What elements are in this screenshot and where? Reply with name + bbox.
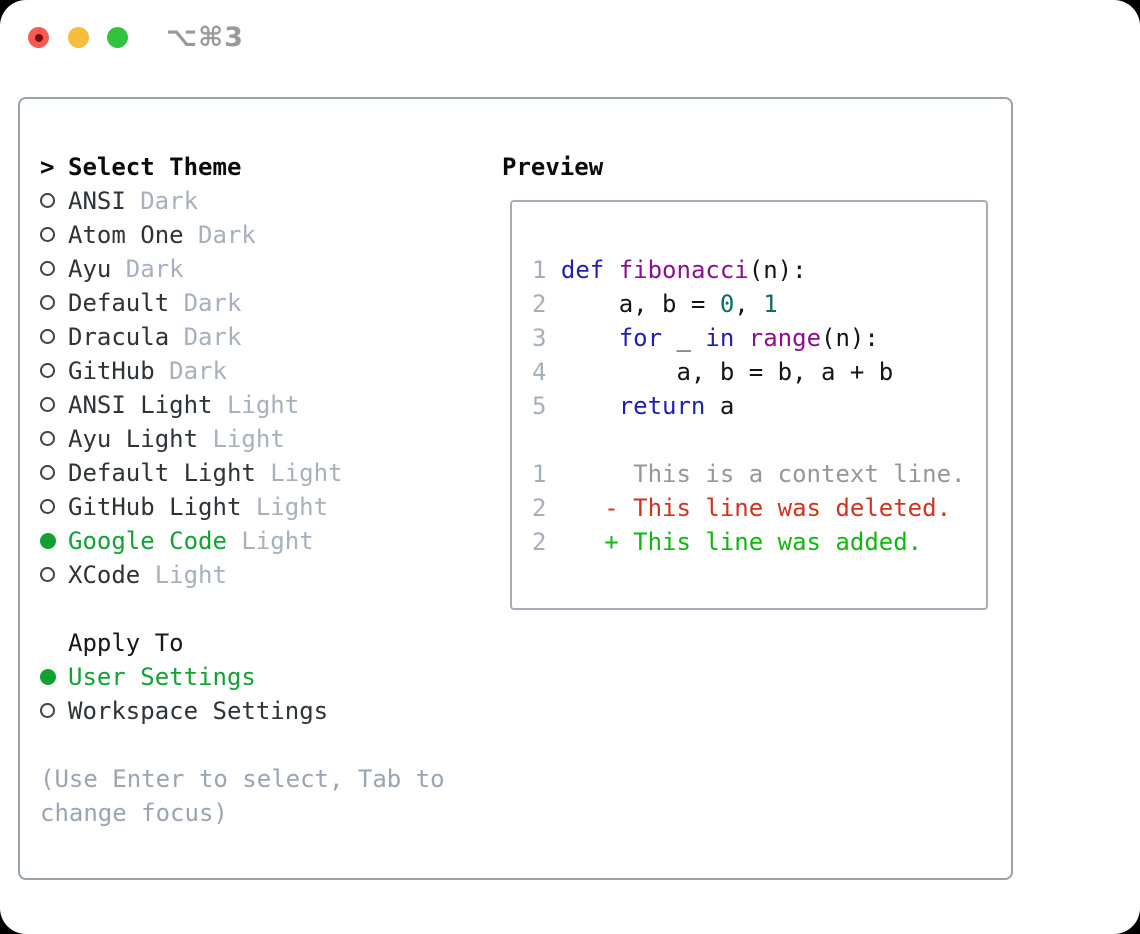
apply-option-workspace-settings[interactable]: Workspace Settings: [40, 694, 445, 728]
variant-label: Dark: [183, 289, 242, 317]
radio-icon: [40, 363, 55, 378]
diff-added-line: 2 + This line was added.: [532, 525, 965, 559]
keyboard-shortcut-label: ⌥⌘3: [166, 22, 244, 53]
line-number: 2: [532, 494, 547, 522]
line-number: 2: [532, 528, 547, 556]
line-number: 4: [532, 358, 547, 386]
spacer-row: [40, 592, 445, 626]
line-number: 1: [532, 256, 547, 284]
variant-label: Light: [270, 459, 343, 487]
apply-to-header: Apply To: [40, 626, 445, 660]
radio-icon: [40, 397, 55, 412]
variant-label: Light: [226, 391, 300, 419]
radio-icon: [40, 431, 55, 446]
diff-deleted-line: 2 - This line was deleted.: [532, 491, 965, 525]
line-number: 5: [532, 392, 547, 420]
variant-label: Dark: [183, 323, 242, 351]
help-text-line-1: (Use Enter to select, Tab to: [40, 765, 445, 793]
code-line: 3 for _ in range(n):: [532, 321, 965, 355]
line-number: 3: [532, 324, 547, 352]
code-line: 5 return a: [532, 389, 965, 423]
code-line: 4 a, b = b, a + b: [532, 355, 965, 389]
radio-icon: [40, 567, 55, 582]
select-theme-title: Select Theme: [68, 153, 242, 181]
focus-marker: >: [40, 153, 55, 181]
fullscreen-button[interactable]: [107, 27, 128, 48]
variant-label: Dark: [140, 187, 199, 215]
radio-icon: [40, 261, 55, 276]
radio-icon: [40, 295, 55, 310]
radio-icon: [40, 227, 55, 242]
minimize-button[interactable]: [68, 27, 89, 48]
radio-icon: [40, 499, 55, 514]
variant-label: Light: [154, 561, 227, 589]
variant-label: Dark: [198, 221, 256, 249]
preview-title: Preview: [502, 153, 604, 181]
diff-context-line: 1 This is a context line.: [532, 457, 965, 491]
code-line: 2 a, b = 0, 1: [532, 287, 965, 321]
variant-label: Dark: [125, 255, 184, 283]
variant-label: Light: [255, 493, 329, 521]
variant-label: Light: [212, 425, 285, 453]
radio-icon: [40, 193, 55, 208]
radio-icon: [40, 329, 55, 344]
close-button[interactable]: [28, 27, 49, 48]
apply-to-title: Apply To: [68, 629, 184, 657]
titlebar: ⌥⌘3: [0, 0, 1140, 72]
radio-icon: [40, 465, 55, 480]
variant-label: Dark: [169, 357, 227, 385]
select-theme-header: > Select Theme: [40, 150, 445, 184]
radio-selected-icon: [40, 669, 56, 685]
apply-option-user-settings[interactable]: User Settings: [40, 660, 445, 694]
radio-selected-icon: [40, 533, 56, 549]
radio-icon: [40, 703, 55, 718]
help-text-line-2: change focus): [40, 799, 228, 827]
blank-line: [532, 423, 965, 457]
option-label: Workspace Settings: [68, 697, 329, 725]
line-number: 2: [532, 290, 547, 318]
line-number: 1: [532, 460, 547, 488]
spacer-row: [40, 728, 445, 762]
unsaved-changes-dot: [34, 33, 43, 42]
variant-label: Light: [241, 527, 314, 555]
